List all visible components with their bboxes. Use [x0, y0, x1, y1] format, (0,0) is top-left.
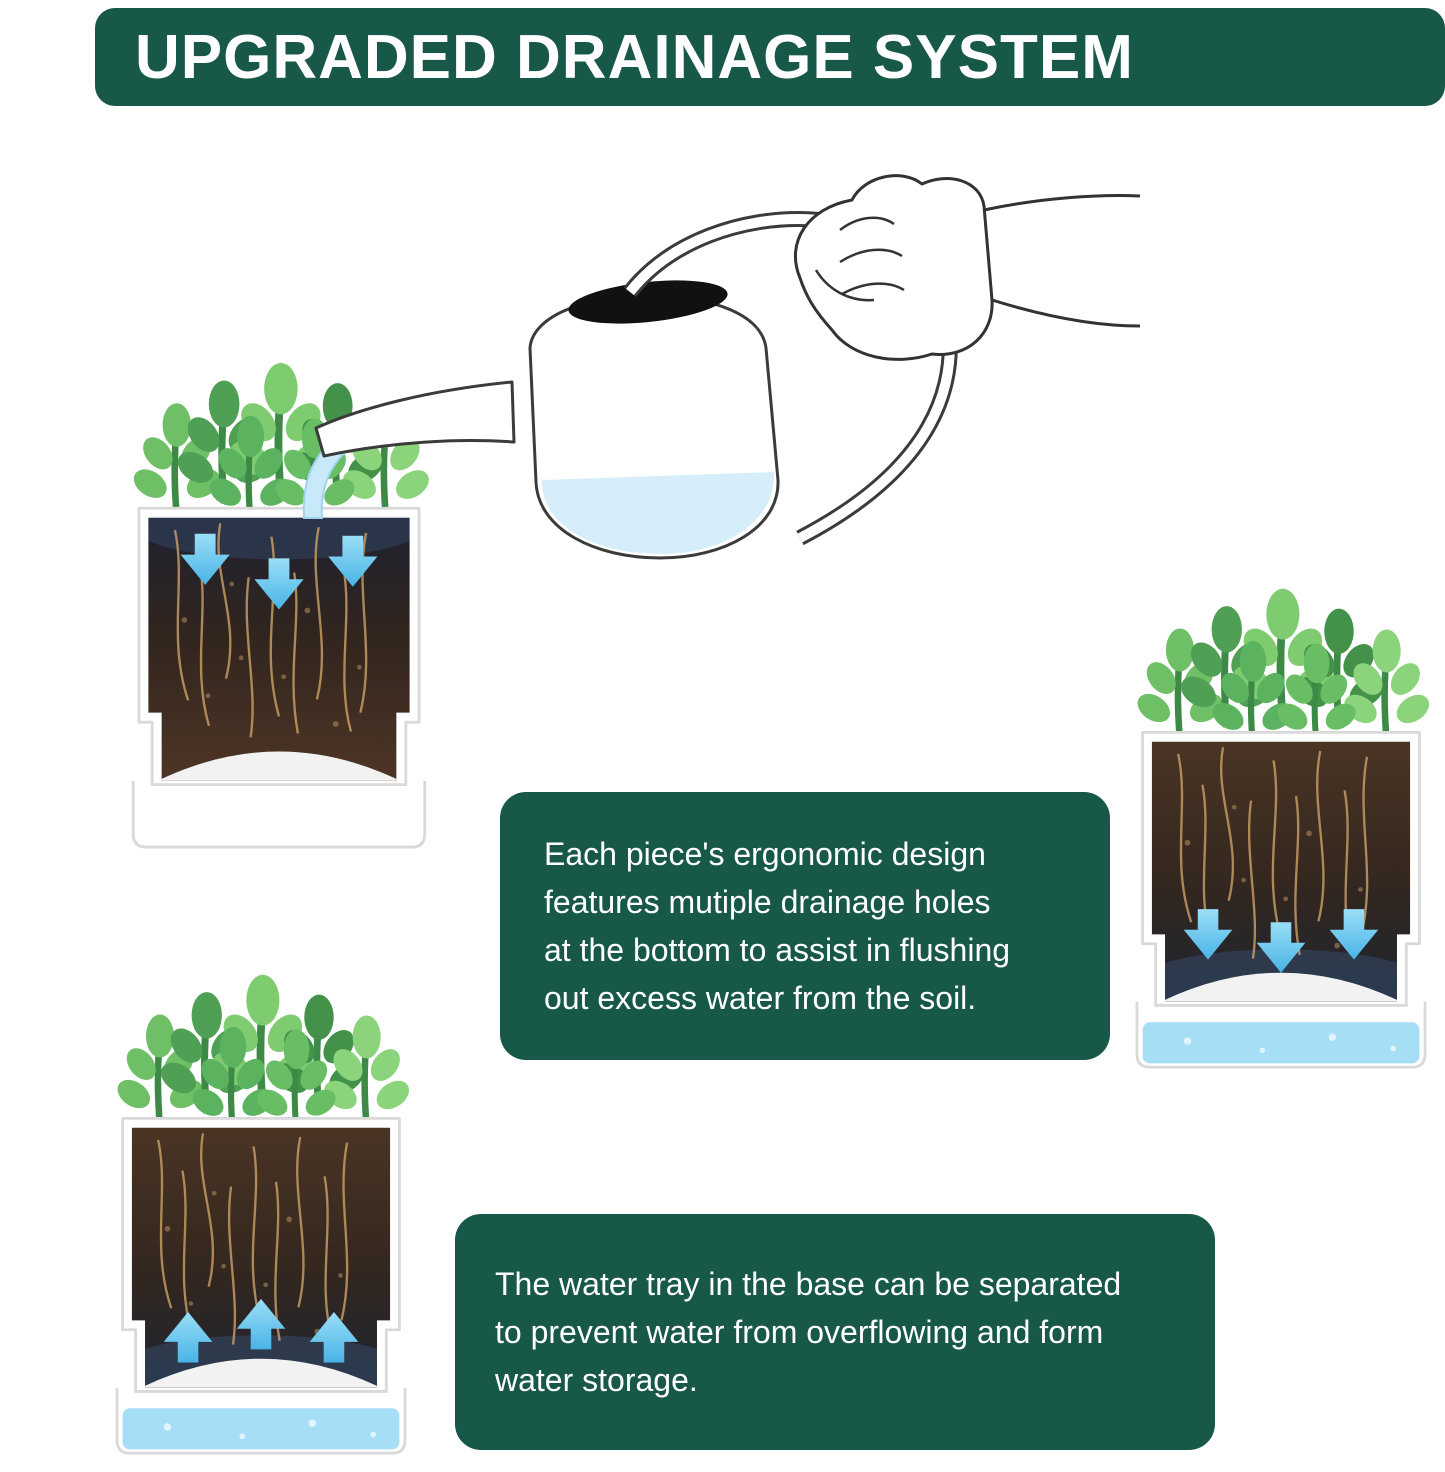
soil-cross-section	[1151, 741, 1411, 1002]
spout	[314, 380, 516, 458]
pot-bottom-mound	[161, 751, 397, 781]
water-tray-icon	[1135, 1001, 1427, 1069]
water-storage-pot-illustration	[102, 948, 420, 1455]
can-opening	[568, 280, 728, 324]
water-tray-callout-text: The water tray in the base can be separa…	[495, 1266, 1122, 1398]
soil-cross-section	[131, 1127, 391, 1388]
water-bubbles	[1183, 1033, 1397, 1054]
water-stream-icon	[302, 434, 354, 519]
watering-can-illustration	[302, 174, 1140, 560]
pot-bottom-mound	[145, 1358, 377, 1388]
forearm	[983, 194, 1140, 328]
title-banner: UPGRADED DRAINAGE SYSTEM	[95, 8, 1445, 106]
water-tray-icon	[115, 1387, 407, 1455]
jade-plant-icon	[1132, 589, 1434, 748]
soil-specks	[181, 581, 362, 727]
roots	[173, 523, 368, 738]
draining-pot-illustration	[1122, 562, 1440, 1069]
drainage-callout-box: Each piece's ergonomic design features m…	[500, 792, 1110, 1060]
roots	[156, 1133, 349, 1345]
water-bubbles	[163, 1419, 377, 1440]
water-inside-can	[542, 472, 775, 554]
hand-icon	[794, 174, 1140, 361]
jade-plant-icon	[112, 975, 414, 1134]
drainage-callout-text: Each piece's ergonomic design features m…	[544, 836, 1011, 1016]
pot-bottom-mound	[1165, 972, 1397, 1002]
watered-pot-illustration	[118, 336, 440, 849]
soil-cross-section	[148, 517, 410, 781]
page-title: UPGRADED DRAINAGE SYSTEM	[135, 22, 1134, 92]
water-tray-icon	[131, 780, 427, 849]
tray-water	[1142, 1022, 1420, 1064]
tray-water	[122, 1408, 400, 1450]
soil-specks	[164, 1190, 343, 1335]
water-tray-callout-box: The water tray in the base can be separa…	[455, 1214, 1215, 1450]
